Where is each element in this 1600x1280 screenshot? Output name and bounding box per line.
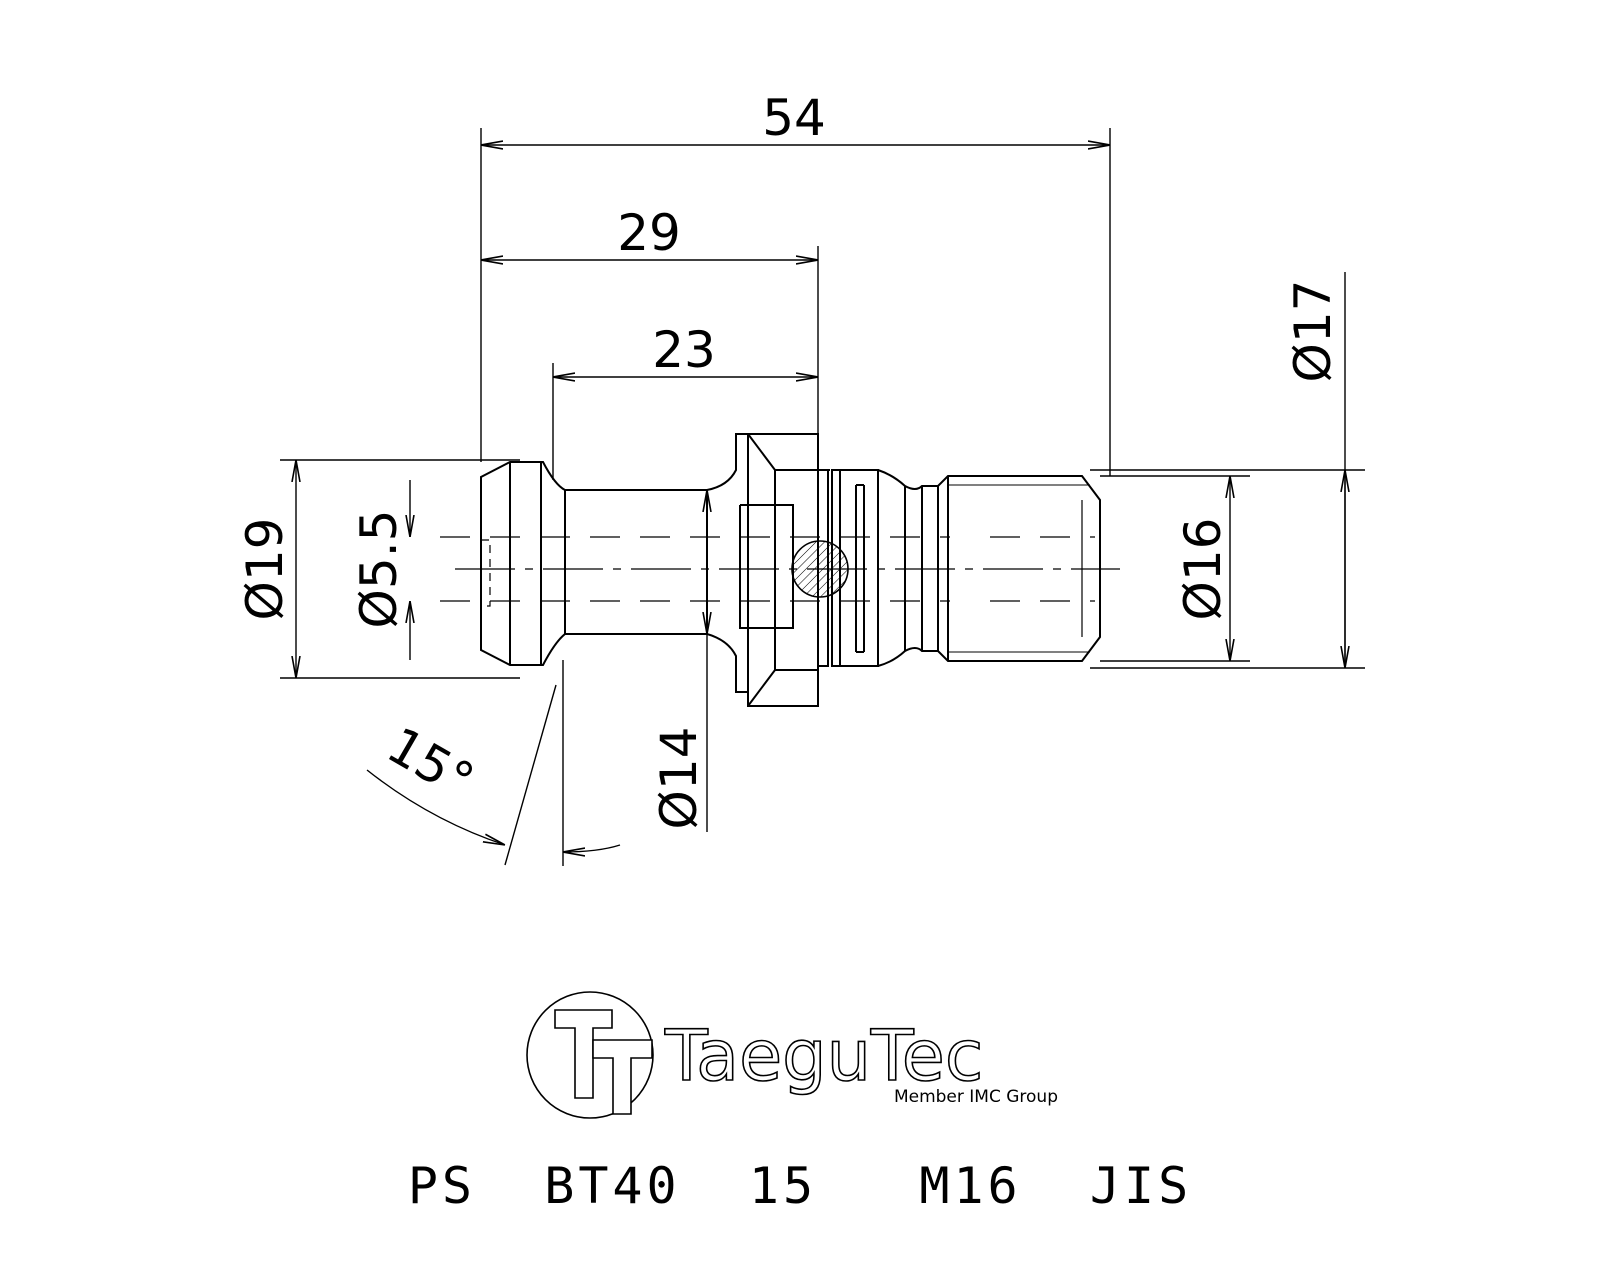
dim-angle-15: 15° bbox=[378, 716, 484, 811]
dim-dia-14: Ø14 bbox=[650, 727, 708, 830]
part-code: PS BT40 15 M16 JIS bbox=[408, 1157, 1192, 1215]
dim-dia-19: Ø19 bbox=[236, 518, 294, 621]
dim-dia-17: Ø17 bbox=[1284, 280, 1342, 383]
dimension-lines bbox=[280, 128, 1365, 866]
center-lines bbox=[440, 536, 1120, 602]
dim-dia-16: Ø16 bbox=[1174, 518, 1232, 621]
dim-54: 54 bbox=[762, 89, 826, 147]
logo-circle bbox=[526, 991, 654, 1119]
dim-23: 23 bbox=[652, 321, 716, 379]
dim-dia-5-5: Ø5.5 bbox=[350, 510, 408, 629]
head-outline bbox=[480, 461, 566, 666]
brand-logo: TaeguTec Member IMC Group bbox=[526, 991, 1058, 1119]
part-outline bbox=[480, 433, 1101, 707]
logo-wordmark: TaeguTec bbox=[664, 1015, 983, 1097]
logo-monogram-icon bbox=[554, 1009, 653, 1115]
logo-tagline: Member IMC Group bbox=[894, 1087, 1058, 1107]
neck-outline bbox=[565, 433, 748, 491]
dim-29: 29 bbox=[617, 204, 681, 262]
dimension-labels: 54 29 23 Ø17 Ø19 Ø5.5 Ø16 Ø14 15° bbox=[236, 89, 1342, 829]
